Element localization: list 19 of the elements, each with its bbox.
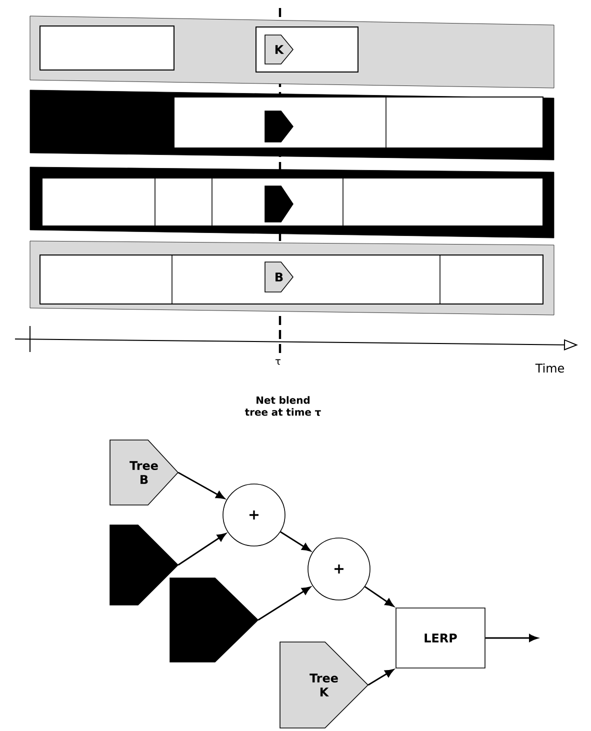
marker-tag (264, 110, 294, 142)
tree-tag: Tree K (280, 642, 369, 728)
tau-label: τ (275, 359, 281, 365)
marker-tag (264, 186, 294, 222)
arrow (178, 472, 225, 499)
diagram-title: Net blend tree at time τ (244, 396, 321, 416)
arrow (178, 533, 226, 566)
process-box: LERP (396, 608, 486, 668)
arrow (364, 586, 394, 607)
tree-tag: Tree B (110, 440, 179, 506)
tree-tag (110, 524, 179, 606)
tree-tag (170, 578, 259, 662)
axis-label: Time (535, 363, 564, 373)
marker-tag: B (264, 262, 294, 292)
arrow (485, 634, 538, 642)
arrow (368, 669, 394, 686)
arrow (280, 531, 311, 552)
marker-tag: K (264, 34, 294, 64)
arrow (258, 586, 311, 621)
